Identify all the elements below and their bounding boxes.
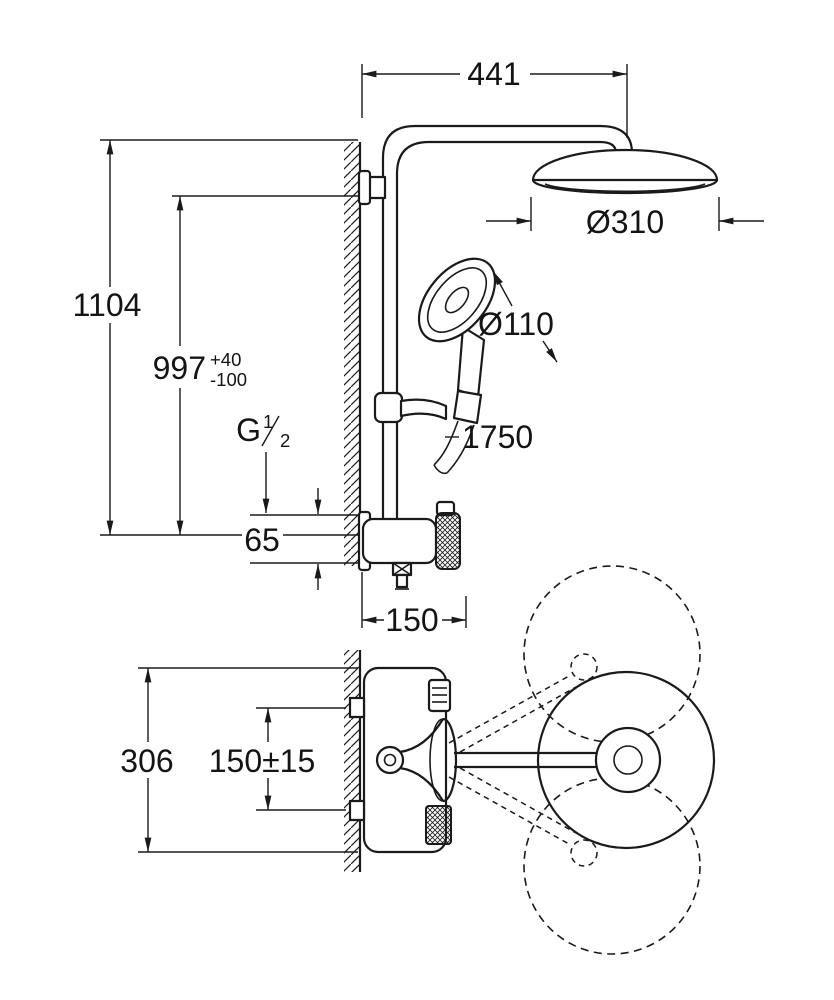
shower-hose <box>433 420 459 466</box>
dim-valve-projection: 150 <box>361 572 467 638</box>
overhead-shower-head <box>531 148 719 195</box>
head-ball-joint <box>594 726 662 794</box>
valve-outlet <box>391 561 413 590</box>
thread-numerator-label: 1 <box>263 411 273 432</box>
swivel-range <box>448 565 701 955</box>
wall-lower <box>344 650 362 872</box>
temperature-handle <box>435 512 461 570</box>
thread-size-label: G 1 2 <box>236 411 290 514</box>
wall-hatch-upper <box>344 142 360 566</box>
supply-connection-top <box>348 696 366 719</box>
hand-shower <box>417 257 497 475</box>
valve-plan <box>348 666 452 854</box>
dim-head-diameter: Ø310 <box>486 197 764 240</box>
dim-valve-projection-label: 150 <box>385 602 438 638</box>
hand-shower-head <box>417 257 497 343</box>
dim-head-diameter-label: Ø310 <box>586 204 664 240</box>
swivel-position-lower <box>523 777 701 955</box>
dim-supply-spacing-label: 150±15 <box>209 743 316 779</box>
thread-fraction-slash <box>261 415 280 447</box>
dim-valve-body-width: 306 <box>116 667 358 853</box>
dim-valve-body-width-label: 306 <box>120 743 173 779</box>
dim-hose-length: 1750 <box>445 419 533 455</box>
dim-overall-height: 1104 <box>72 139 358 536</box>
wall-hatch-lower <box>344 650 360 872</box>
dim-mount-height: 997 +40 -100 <box>144 195 358 536</box>
dim-hose-length-label: 1750 <box>462 419 533 455</box>
thread-denominator-label: 2 <box>280 430 290 451</box>
dim-mount-height-tol-upper-label: +40 <box>210 349 241 370</box>
dimensions-side-view: 441 Ø310 Ø110 1750 1104 <box>72 56 764 638</box>
pipe-cross-section <box>375 745 405 775</box>
hand-shower-connector <box>452 389 483 425</box>
temperature-handle-plan <box>425 805 452 845</box>
valve-body-plan <box>362 666 448 854</box>
wall-upper <box>344 142 362 566</box>
shower-head-plan-outline <box>536 670 716 850</box>
plan-view <box>344 565 716 955</box>
thermostat-valve <box>357 500 461 590</box>
shower-pipe-and-arm <box>381 124 634 519</box>
wall-bracket <box>357 169 387 206</box>
valve-body <box>361 517 438 565</box>
dim-mount-height-label: 997 <box>153 350 206 386</box>
dim-top-width: 441 <box>361 56 628 138</box>
dim-hand-shower-diameter: Ø110 <box>478 270 558 363</box>
hand-shower-holder <box>373 391 448 424</box>
dim-top-width-label: 441 <box>467 56 520 92</box>
head-plan <box>375 670 716 850</box>
thread-letter-label: G <box>236 412 261 448</box>
dim-overall-height-label: 1104 <box>73 287 142 323</box>
side-view <box>344 124 719 590</box>
supply-connection-bottom <box>348 799 366 822</box>
dim-hand-shower-diameter-label: Ø110 <box>478 306 554 342</box>
dim-supply-spacing: 150±15 <box>202 707 346 811</box>
dim-valve-height: 65 <box>242 488 360 590</box>
dim-valve-height-label: 65 <box>244 522 280 558</box>
dim-mount-height-tol-lower-label: -100 <box>210 369 247 390</box>
shutoff-handle-plan <box>427 678 452 713</box>
dimensions-plan-view: 306 150±15 <box>116 667 358 853</box>
arm-escutcheon-plan <box>399 717 458 803</box>
